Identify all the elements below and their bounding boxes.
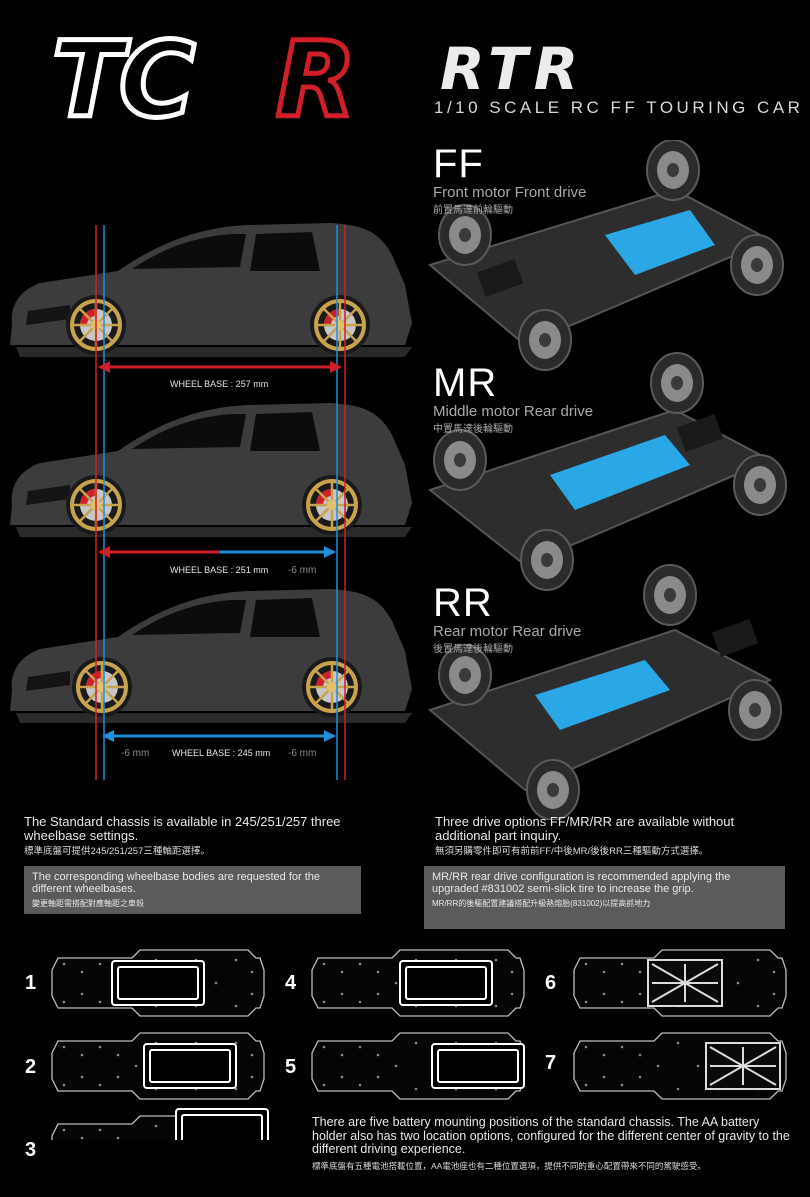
footer-description: There are five battery mounting position…	[312, 1115, 790, 1172]
chassis-renders	[427, 140, 787, 820]
drive-note-text: MR/RR rear drive configuration is recomm…	[432, 871, 731, 895]
drive-mr: MR Middle motor Rear drive 中置馬達後輪驅動	[433, 363, 593, 435]
footer-text: There are five battery mounting position…	[312, 1115, 790, 1156]
wheelbase-note-text: The corresponding wheelbase bodies are r…	[32, 871, 321, 895]
logo-tc: TC	[49, 19, 197, 141]
battery-positions	[51, 949, 787, 1140]
drive-rr: RR Rear motor Rear drive 後置馬達後輪驅動	[433, 583, 581, 655]
drive-desc-zh: 中置馬達後輪驅動	[433, 424, 513, 435]
tagline: 1/10 SCALE RC FF TOURING CAR	[434, 98, 804, 117]
offset-label-251-right: -6 mm	[288, 565, 317, 576]
position-number: 3	[25, 1139, 37, 1161]
drive-note: MR/RR rear drive configuration is recomm…	[424, 866, 785, 929]
drive-info: Three drive options FF/MR/RR are availab…	[435, 814, 775, 858]
wheelbase-label-251: WHEEL BASE : 251 mm	[170, 565, 269, 575]
wheelbase-note-zh: 變更軸距需搭配對應軸距之車殼	[32, 899, 144, 908]
position-number: 2	[25, 1056, 37, 1078]
drive-note-zh: MR/RR的後驅配置建議搭配升級熱熔胎(831002)以提高抓地力	[432, 899, 651, 908]
drive-desc: Middle motor Rear drive	[433, 403, 594, 420]
position-number: 5	[285, 1056, 297, 1078]
wheelbase-info-title: The Standard chassis is available in 245…	[24, 814, 341, 843]
wheelbase-label-245: WHEEL BASE : 245 mm	[172, 748, 271, 758]
drive-ff: FF Front motor Front drive 前置馬達前輪驅動	[433, 144, 586, 216]
position-number: 6	[545, 972, 557, 994]
position-number: 7	[545, 1052, 557, 1074]
wheelbase-note: The corresponding wheelbase bodies are r…	[24, 866, 361, 914]
offset-label-245-left: -6 mm	[121, 748, 150, 759]
drive-info-title: Three drive options FF/MR/RR are availab…	[435, 814, 735, 843]
logo-r: R	[273, 19, 358, 141]
wheelbase-info: The Standard chassis is available in 245…	[24, 814, 344, 858]
drive-info-zh: 無須另購零件即可有前前FF/中後MR/後後RR三種驅動方式選擇。	[435, 846, 709, 857]
drive-desc: Rear motor Rear drive	[433, 623, 582, 640]
position-number: 1	[25, 972, 37, 994]
offset-label-245-right: -6 mm	[288, 748, 317, 759]
drive-code: FF	[433, 142, 484, 186]
wheelbase-diagram	[10, 223, 412, 780]
drive-code: MR	[433, 361, 498, 405]
drive-code: RR	[433, 581, 493, 625]
drive-desc: Front motor Front drive	[433, 184, 587, 201]
logo-rtr: RTR	[440, 35, 585, 103]
wheelbase-label-257: WHEEL BASE : 257 mm	[170, 379, 269, 389]
position-number: 4	[285, 972, 297, 994]
drive-desc-zh: 前置馬達前輪驅動	[433, 205, 513, 216]
footer-text-zh: 標準底盤有五種電池搭載位置，AA電池座也有二種位置選項，提供不同的重心配置帶來不…	[312, 1160, 706, 1171]
drive-desc-zh: 後置馬達後輪驅動	[433, 644, 513, 655]
wheelbase-info-zh: 標準底盤可提供245/251/257三種軸距選擇。	[24, 846, 210, 857]
